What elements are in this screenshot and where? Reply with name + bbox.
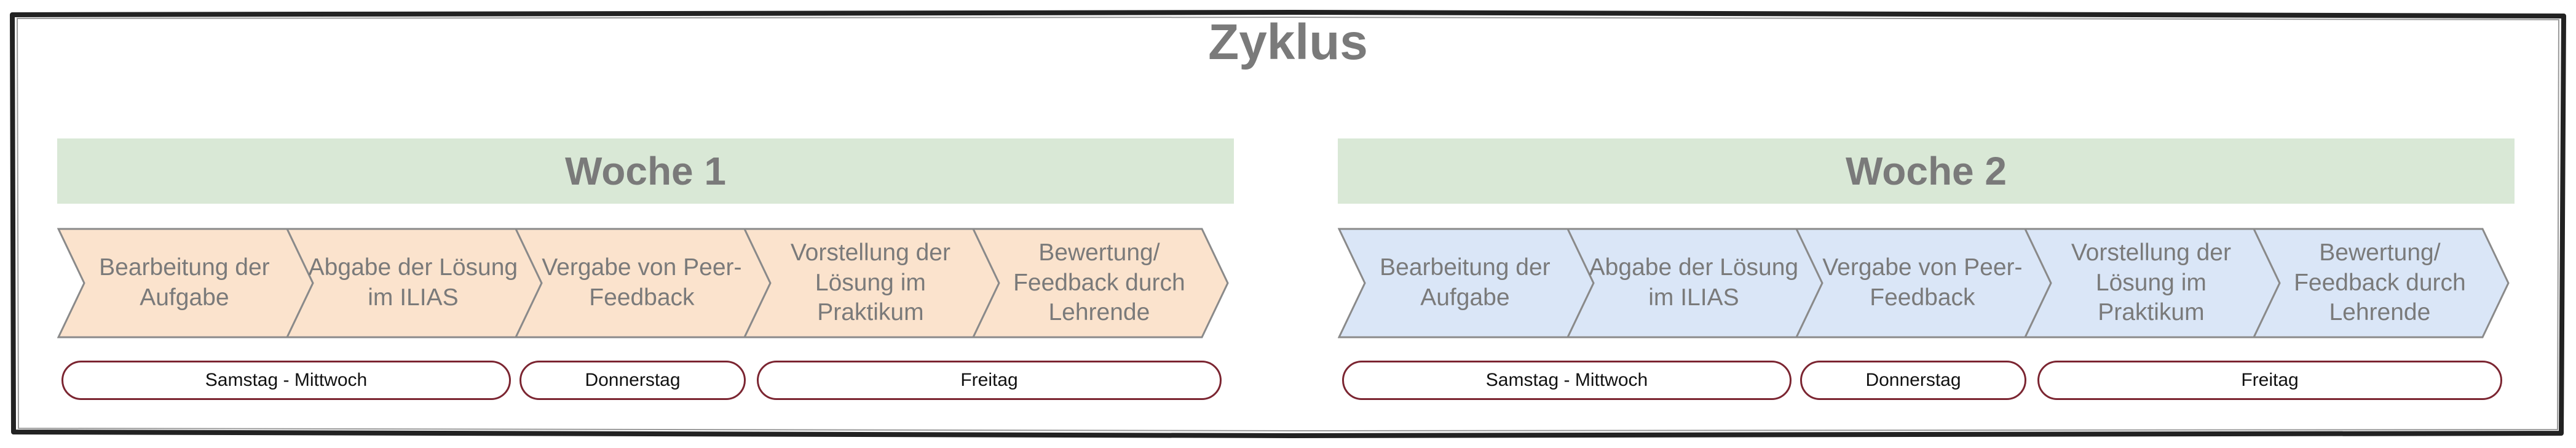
step-label-bearbeitung: Bearbeitung der Aufgabe [99,254,270,311]
step-label-bearbeitung: Bearbeitung der Aufgabe [1380,254,1551,311]
day-pill-freitag: Freitag [757,361,1222,400]
step-label-bewertung: Bewertung/ Feedback durch Lehrende [1013,239,1185,326]
step-label-abgabe: Abgabe der Lösung im ILIAS [308,254,518,311]
day-pill-donnerstag: Donnerstag [1800,361,2026,400]
step-label-abgabe: Abgabe der Lösung im ILIAS [1589,254,1799,311]
week-header: Woche 1 [57,138,1234,204]
step-label-peer-feedback: Vergabe von Peer-Feedback [542,254,742,311]
day-pill-donnerstag: Donnerstag [520,361,746,400]
step-label-vorstellung: Vorstellung der Lösung im Praktikum [2071,239,2231,326]
day-pill-samstag-mittwoch: Samstag - Mittwoch [1342,361,1792,400]
step-chevron [971,228,1229,338]
step-label-vorstellung: Vorstellung der Lösung im Praktikum [790,239,950,326]
step-label-bewertung: Bewertung/ Feedback durch Lehrende [2294,239,2466,326]
cycle-title: Zyklus [1208,14,1368,70]
process-steps [57,228,1229,338]
step-label-peer-feedback: Vergabe von Peer-Feedback [1822,254,2023,311]
week-2-section: Woche 2 Bearbeitung der Aufgabe Abgabe d… [1338,0,2515,448]
process-steps [1338,228,2510,338]
day-pill-freitag: Freitag [2037,361,2502,400]
day-pill-samstag-mittwoch: Samstag - Mittwoch [61,361,511,400]
week-1-section: Woche 1 Bearbeitung der Aufgabe Abgabe d… [57,0,1234,448]
week-header: Woche 2 [1338,138,2515,204]
step-chevron [2252,228,2510,338]
